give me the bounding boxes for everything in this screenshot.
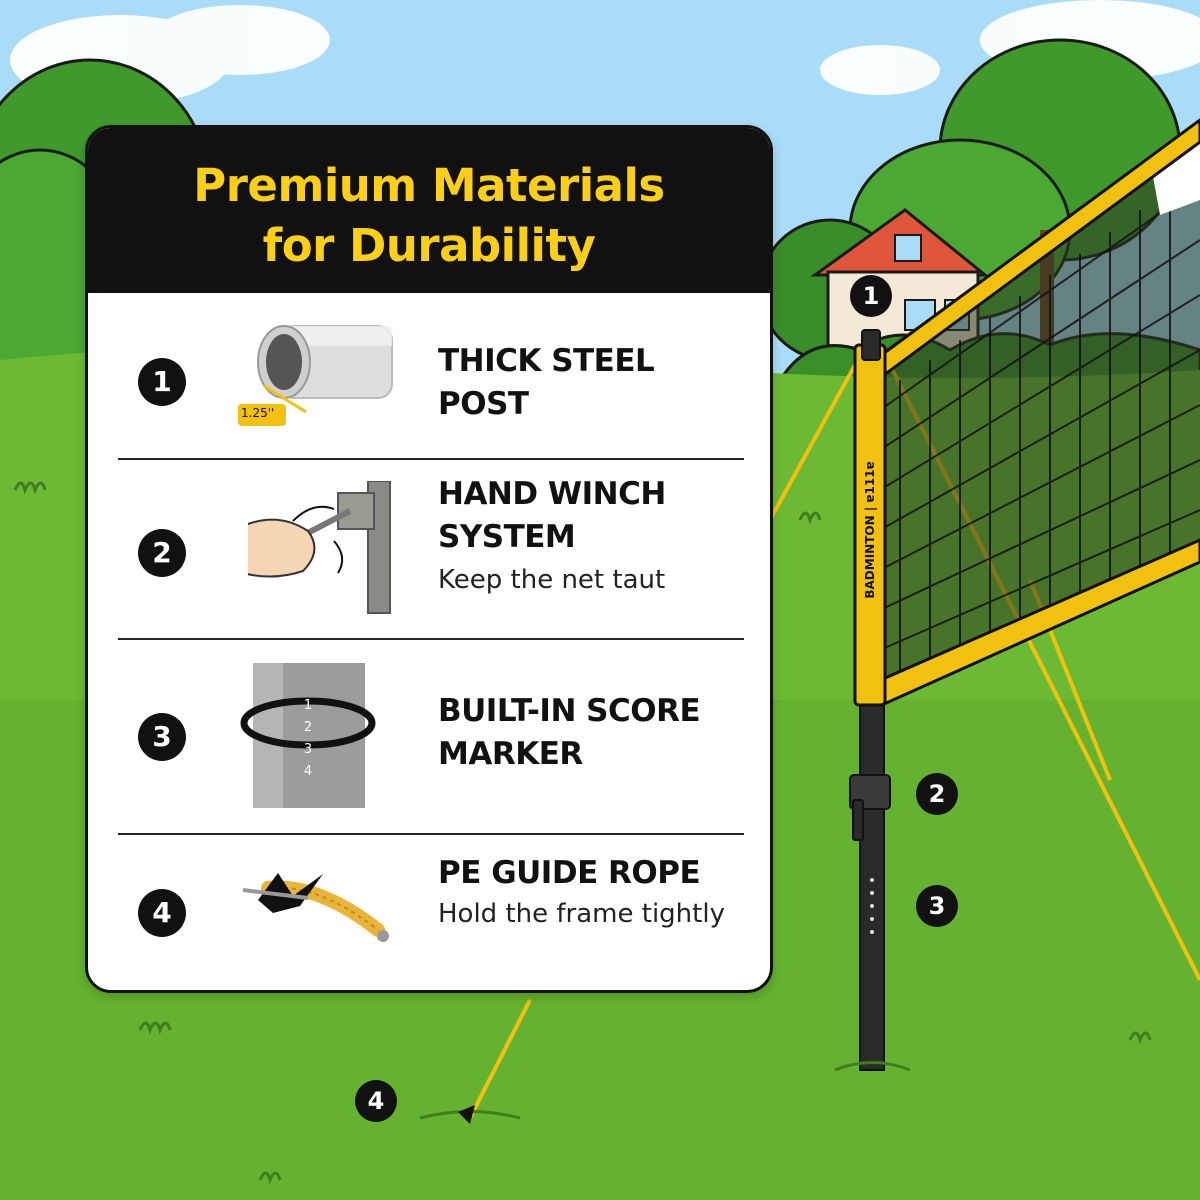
feature-row-1: 1 1.25'' THICK STEEL POST <box>118 308 744 458</box>
scene-callout-4: 4 <box>355 1080 397 1122</box>
divider-1 <box>118 458 744 460</box>
score-tick-2: 2 <box>303 720 313 735</box>
feature-title-1: THICK STEEL POST <box>438 343 655 422</box>
card-title: Premium Materials for Durability <box>88 156 770 276</box>
card-header: Premium Materials for Durability <box>88 128 770 293</box>
score-tick-4: 4 <box>303 764 313 779</box>
grass-tufts <box>13 481 1152 1185</box>
score-tick-1: 1 <box>303 698 313 713</box>
ground-stake <box>419 1105 521 1124</box>
feature-number-1: 1 <box>138 358 186 406</box>
hand-winch-icon <box>238 480 413 616</box>
net-pole <box>834 329 911 1072</box>
tube-dimension-label: 1.25'' <box>241 406 275 420</box>
feature-title-3: BUILT-IN SCORE MARKER <box>438 693 701 772</box>
feature-subtitle-2: Keep the net taut <box>438 565 666 595</box>
feature-row-2: 2 HAND WINCH SYSTEM Keep the net taut <box>118 463 744 638</box>
net <box>865 118 1200 707</box>
guide-rope-icon <box>238 868 398 963</box>
pole-brand: ɐ111ɐ <box>863 461 877 503</box>
score-ticks: 1 2 3 4 <box>300 695 316 783</box>
scene-callout-2: 2 <box>916 773 958 815</box>
pole-label: BADMINTON | ɐ111ɐ <box>855 440 885 620</box>
feature-number-2: 2 <box>138 529 186 577</box>
divider-2 <box>118 638 744 640</box>
scene-callout-1: 1 <box>850 275 892 317</box>
card-title-line-1: Premium Materials <box>193 159 665 212</box>
feature-row-3: 3 1 2 3 4 BUILT-IN SCORE MARKER <box>118 643 744 833</box>
pole-text: BADMINTON <box>863 515 877 599</box>
feature-card: Premium Materials for Durability 1 1.25'… <box>85 125 773 993</box>
feature-row-4: 4 PE GUIDE ROPE Hold the frame tightly <box>118 838 744 988</box>
score-tick-3: 3 <box>303 742 313 757</box>
feature-subtitle-4: Hold the frame tightly <box>438 899 725 929</box>
feature-title-2: HAND WINCH SYSTEM <box>438 476 666 555</box>
score-marker-icon: 1 2 3 4 <box>238 663 378 813</box>
pole-separator: | <box>863 502 877 512</box>
card-title-line-2: for Durability <box>262 219 596 272</box>
feature-number-4: 4 <box>138 889 186 937</box>
feature-title-4: PE GUIDE ROPE <box>438 855 701 891</box>
scene-callout-3: 3 <box>916 885 958 927</box>
steel-tube-icon: 1.25'' <box>238 316 403 436</box>
feature-number-3: 3 <box>138 713 186 761</box>
divider-3 <box>118 833 744 835</box>
